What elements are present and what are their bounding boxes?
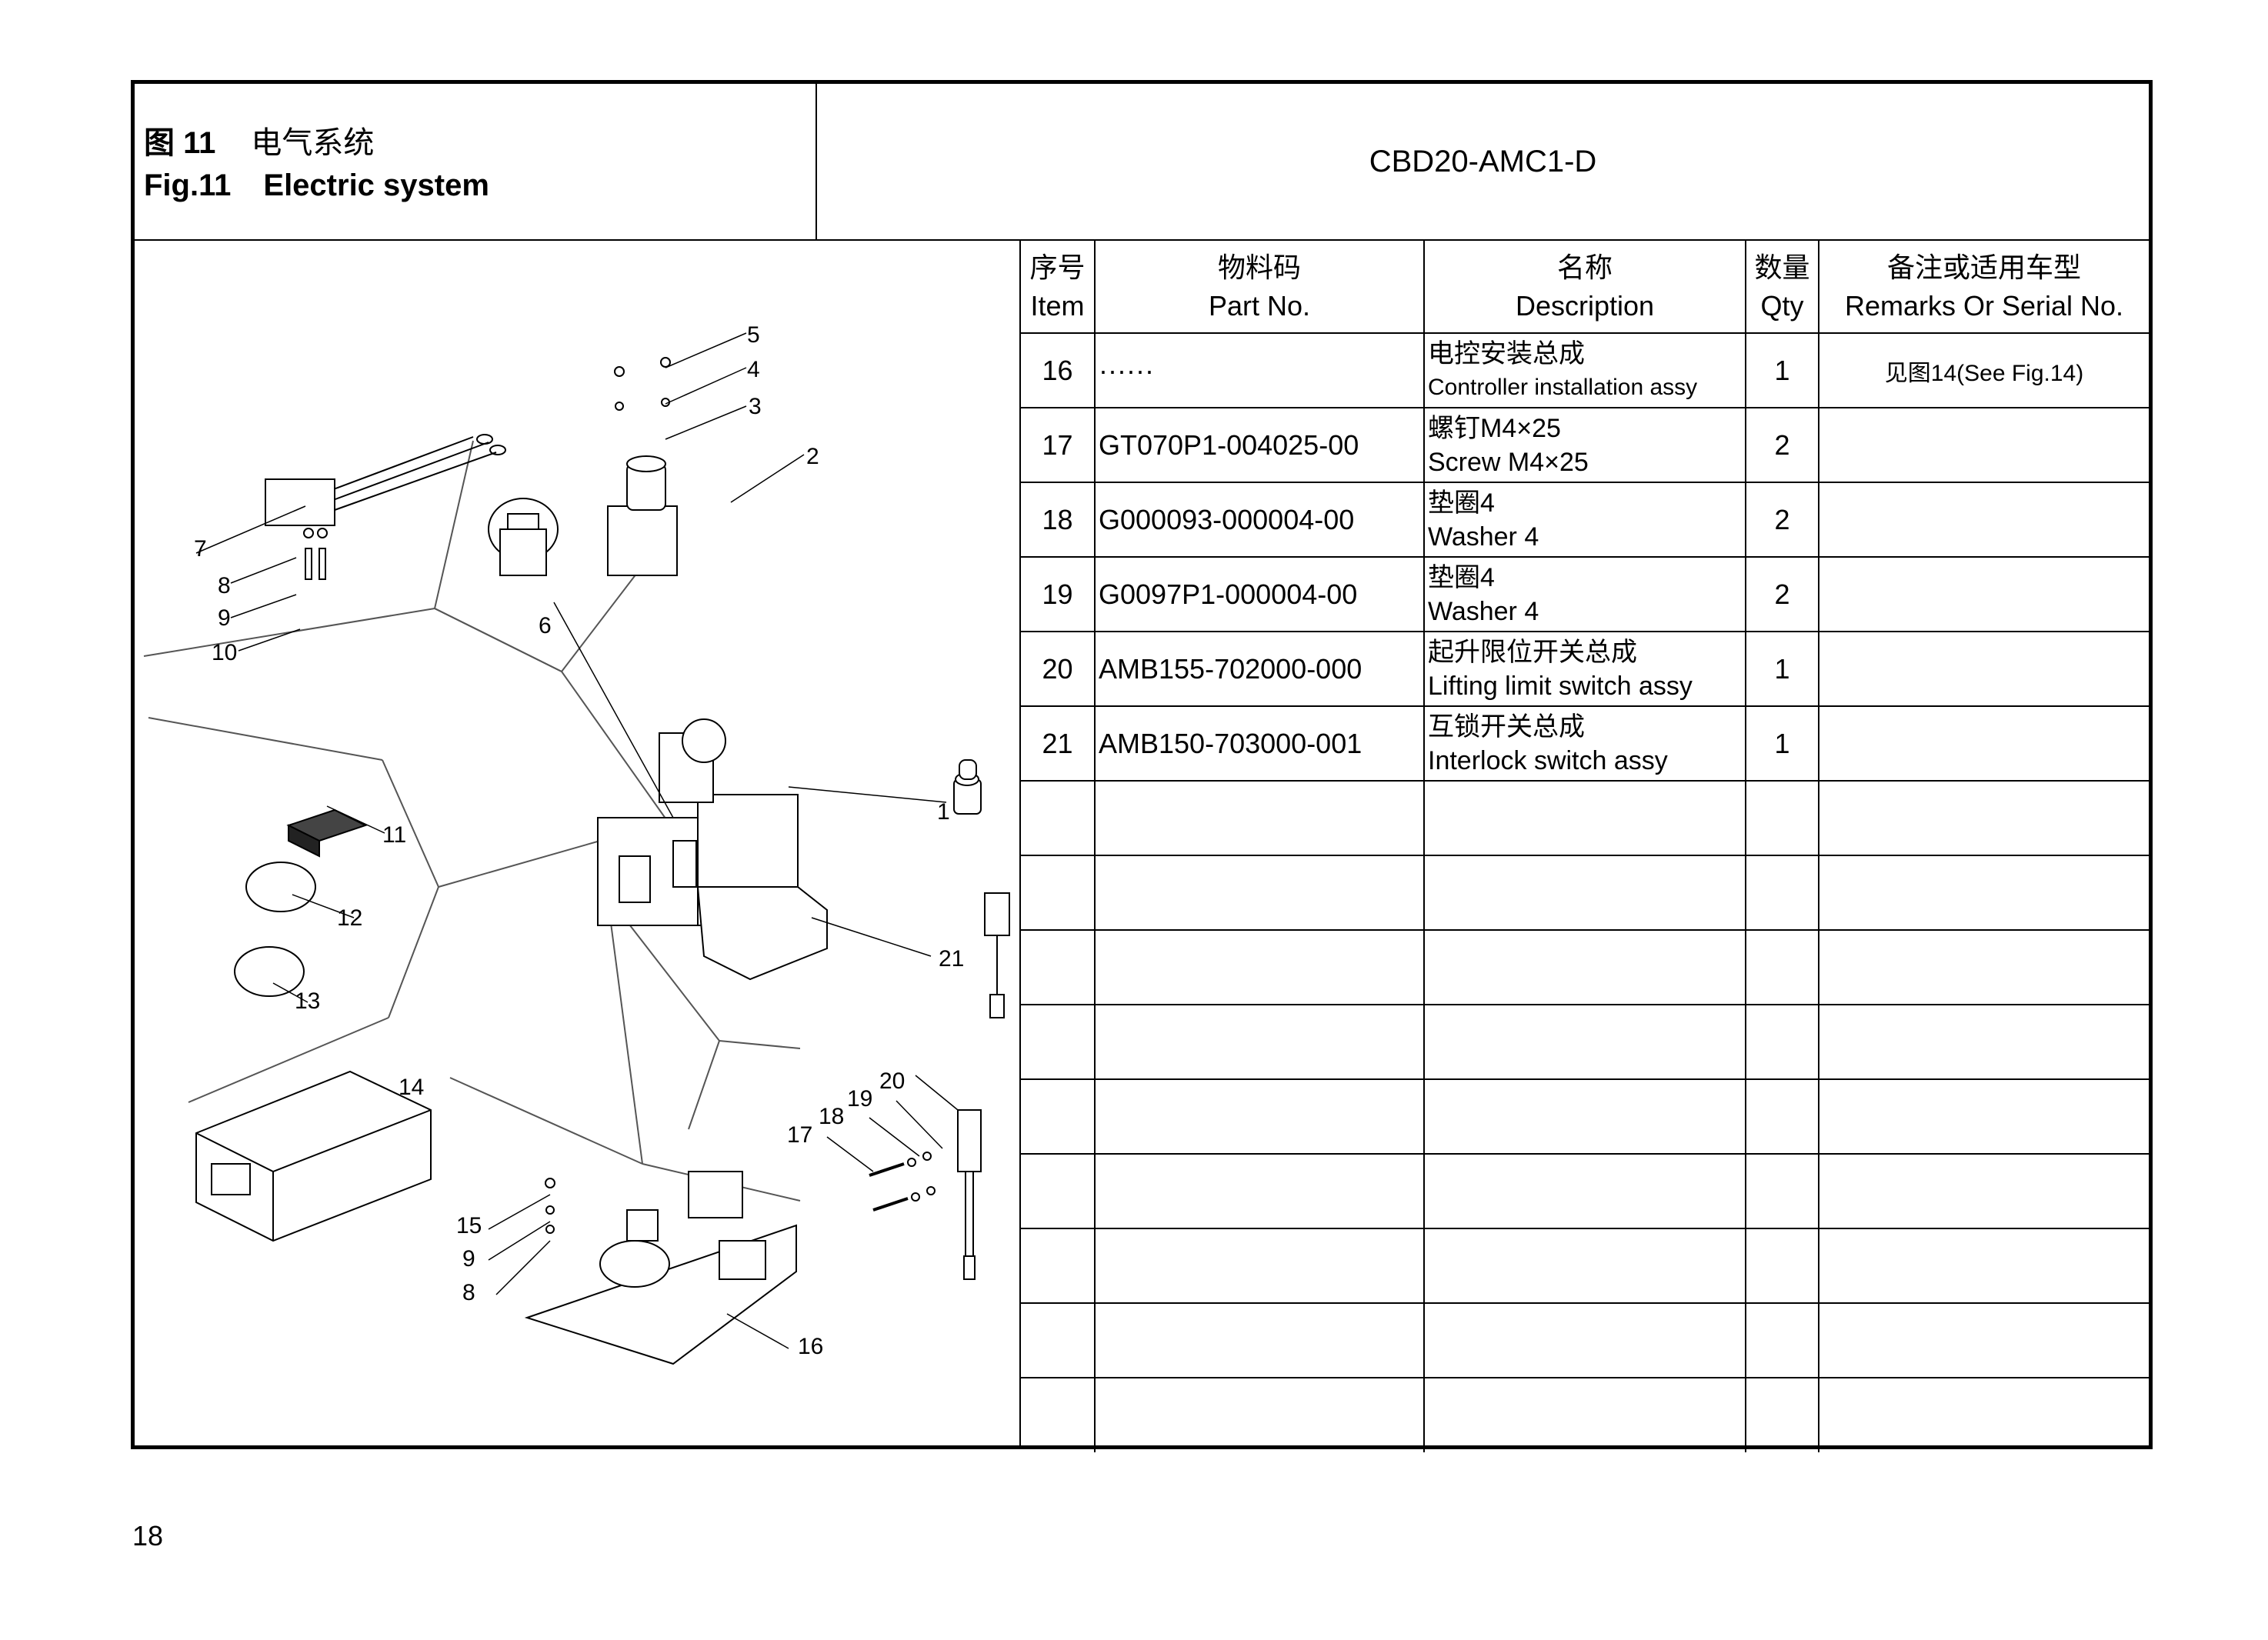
callout-7: 7 xyxy=(194,536,207,562)
table-row-empty xyxy=(1021,1004,2149,1080)
callout-13: 13 xyxy=(295,988,320,1014)
callout-9: 9 xyxy=(218,605,231,631)
cell-part-no: AMB150-703000-001 xyxy=(1094,705,1425,782)
cell-item: 16 xyxy=(1021,332,1096,408)
figure-number-en: Fig.11 xyxy=(144,168,232,202)
callout-2: 2 xyxy=(806,444,819,469)
cell-part-no: ······ xyxy=(1094,332,1425,408)
cell-remarks xyxy=(1818,556,2149,632)
callout-4: 4 xyxy=(747,357,760,382)
cell-remarks xyxy=(1818,482,2149,558)
cell-qty: 1 xyxy=(1745,631,1819,707)
cell-qty: 2 xyxy=(1745,556,1819,632)
cell-item: 18 xyxy=(1021,482,1096,558)
callout-8: 8 xyxy=(218,573,231,598)
cell-qty: 1 xyxy=(1745,705,1819,782)
callout-16: 16 xyxy=(798,1334,823,1359)
table-row-empty xyxy=(1021,855,2149,931)
callout-17: 17 xyxy=(787,1122,812,1148)
cell-remarks: 见图14(See Fig.14) xyxy=(1818,332,2149,408)
cell-part-no: AMB155-702000-000 xyxy=(1094,631,1425,707)
figure-title-cn: 图 11 电气系统 xyxy=(144,118,374,162)
cell-item: 17 xyxy=(1021,407,1096,483)
cell-remarks xyxy=(1818,705,2149,782)
figure-title-block: 图 11 电气系统 Fig.11 Electric system xyxy=(135,84,817,241)
cell-qty: 2 xyxy=(1745,482,1819,558)
callout-15: 15 xyxy=(456,1213,482,1238)
model-code: CBD20-AMC1-D xyxy=(1369,144,1597,178)
callout-6: 6 xyxy=(539,613,552,638)
callout-12: 12 xyxy=(337,905,362,931)
figure-number-cn: 图 11 xyxy=(144,126,216,160)
callout-18: 18 xyxy=(819,1104,844,1129)
table-row-empty xyxy=(1021,1078,2149,1155)
table-row-empty xyxy=(1021,1377,2149,1452)
callout-8b: 8 xyxy=(462,1280,475,1305)
table-row-empty xyxy=(1021,1228,2149,1304)
exploded-diagram-drawing: 1 2 3 4 5 6 7 8 9 10 11 12 13 14 15 9 8 … xyxy=(143,322,1010,1365)
figure-name-en: Electric system xyxy=(263,168,489,202)
callout-5: 5 xyxy=(747,322,760,348)
callout-21: 21 xyxy=(939,946,964,972)
callout-10: 10 xyxy=(212,640,237,665)
figure-title-en: Fig.11 Electric system xyxy=(144,168,489,203)
callout-11: 11 xyxy=(382,822,406,848)
cell-item: 21 xyxy=(1021,705,1096,782)
cell-part-no: G000093-000004-00 xyxy=(1094,482,1425,558)
table-row-empty xyxy=(1021,929,2149,1005)
figure-name-cn: 电气系统 xyxy=(251,126,375,160)
cell-part-no: GT070P1-004025-00 xyxy=(1094,407,1425,483)
cell-item: 20 xyxy=(1021,631,1096,707)
cell-part-no: G0097P1-000004-00 xyxy=(1094,556,1425,632)
table-row-empty xyxy=(1021,1153,2149,1229)
model-block: CBD20-AMC1-D xyxy=(817,84,2149,241)
table-row-empty xyxy=(1021,780,2149,856)
callout-9b: 9 xyxy=(462,1246,475,1272)
cell-remarks xyxy=(1818,407,2149,483)
cell-remarks xyxy=(1818,631,2149,707)
page-number: 18 xyxy=(132,1520,164,1552)
cell-qty: 2 xyxy=(1745,407,1819,483)
callout-14: 14 xyxy=(399,1075,424,1100)
callout-20: 20 xyxy=(879,1068,905,1094)
cell-qty: 1 xyxy=(1745,332,1819,408)
callout-1: 1 xyxy=(937,799,950,825)
callout-3: 3 xyxy=(749,394,762,419)
callout-19: 19 xyxy=(847,1086,872,1112)
exploded-diagram: 1 2 3 4 5 6 7 8 9 10 11 12 13 14 15 9 8 … xyxy=(135,241,1021,1445)
page-frame: 图 11 电气系统 Fig.11 Electric system CBD20-AMC… xyxy=(131,80,2153,1452)
cell-item: 19 xyxy=(1021,556,1096,632)
table-row-empty xyxy=(1021,1302,2149,1378)
